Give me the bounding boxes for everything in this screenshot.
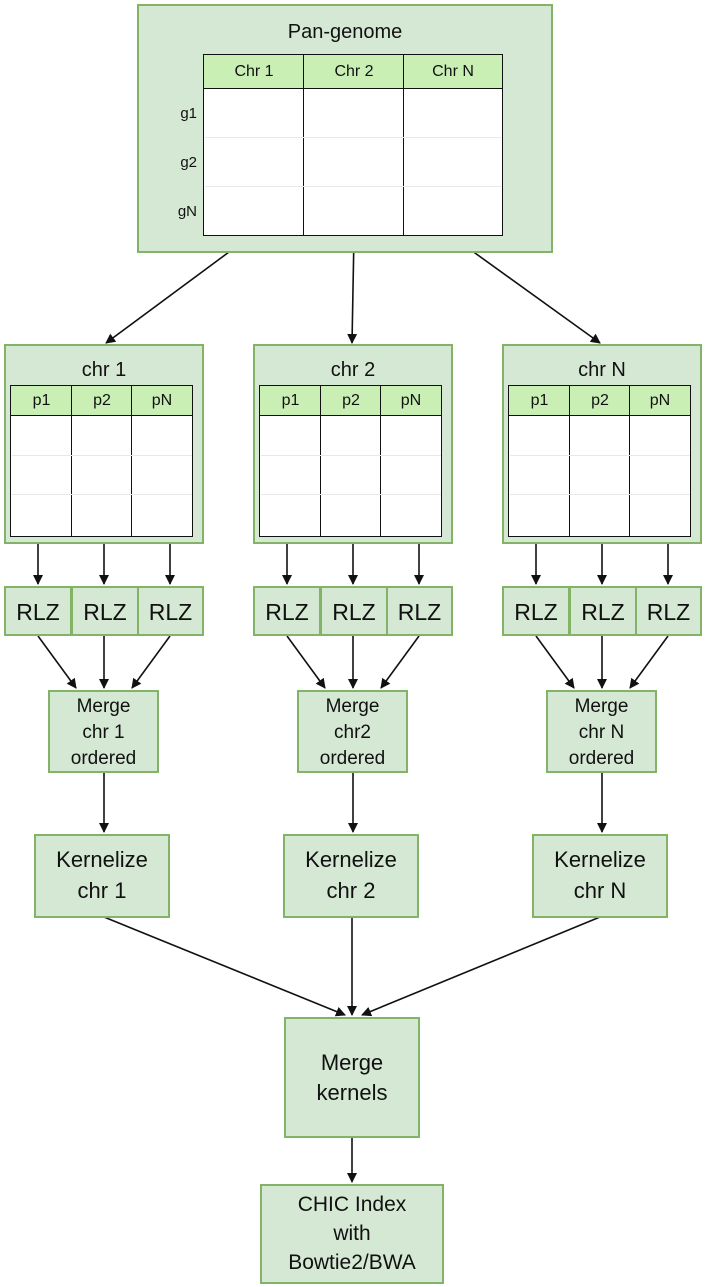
rlz-box: RLZ	[569, 586, 637, 636]
pangenome-title: Pan-genome	[287, 21, 403, 43]
pangenome-col-header: Chr 2	[303, 54, 404, 89]
rlz-label: RLZ	[148, 599, 193, 625]
chr-col-header: pN	[629, 385, 691, 416]
rlz-box: RLZ	[4, 586, 72, 636]
merge-chr-box: Merge chr N ordered	[546, 690, 657, 773]
rlz-label: RLZ	[16, 599, 60, 625]
chr-row-divider	[261, 494, 441, 495]
rlz-label: RLZ	[581, 599, 625, 625]
chr-title: chr 1	[81, 359, 127, 381]
merge-chr-line: ordered	[568, 748, 635, 769]
pangenome-col-body	[203, 89, 304, 236]
chic-index-line: with	[333, 1222, 371, 1245]
pangenome-col-body	[303, 89, 404, 236]
rlz-label: RLZ	[397, 599, 442, 625]
merge-chr-line: ordered	[70, 748, 137, 769]
kernelize-line: Kernelize	[305, 847, 397, 872]
kernelize-box: Kernelize chr 1	[34, 834, 170, 918]
chic-index-line: CHIC Index	[297, 1193, 407, 1216]
arrow-pan-to-chr2	[347, 234, 358, 344]
rlz-label: RLZ	[646, 599, 691, 625]
arrow-pan-to-chr1	[105, 234, 253, 344]
kernelize-box: Kernelize chr 2	[283, 834, 419, 918]
chr-col-body	[508, 416, 570, 537]
chic-index-box: CHIC Index with Bowtie2/BWA	[260, 1184, 444, 1284]
merge-chr-line: Merge	[574, 696, 629, 717]
pangenome-row-label: gN	[177, 203, 197, 220]
merge-chr-line: chr2	[334, 722, 371, 743]
merge-kernels-box: Merge kernels	[284, 1017, 420, 1138]
rlz-label: RLZ	[332, 599, 376, 625]
rlz-box: RLZ	[386, 586, 453, 636]
rlz-label: RLZ	[83, 599, 127, 625]
arrow-pan-to-chrN	[449, 234, 601, 344]
pangenome-row-divider	[205, 186, 501, 187]
kernelize-line: Kernelize	[56, 847, 148, 872]
merge-kernels-line: Merge	[320, 1050, 384, 1075]
chr-row-divider	[510, 494, 690, 495]
rlz-label: RLZ	[265, 599, 309, 625]
rlz-label: RLZ	[514, 599, 558, 625]
rlz-box: RLZ	[635, 586, 702, 636]
rlz-box: RLZ	[71, 586, 139, 636]
merge-kernels-line: kernels	[316, 1080, 388, 1105]
chr-col-header: pN	[380, 385, 442, 416]
pangenome-col-body	[403, 89, 503, 236]
kernelize-line: chr N	[573, 878, 627, 903]
chr-row-divider	[261, 455, 441, 456]
chr-title: chr N	[578, 359, 626, 381]
merge-chr-line: chr N	[578, 722, 625, 743]
chr-title: chr 2	[330, 359, 376, 381]
pangenome-row-divider	[205, 137, 501, 138]
pangenome-col-header: Chr 1	[203, 54, 304, 89]
rlz-box: RLZ	[502, 586, 570, 636]
chr-col-header: p1	[10, 385, 72, 416]
chr-col-body	[131, 416, 193, 537]
chr-col-header: p2	[569, 385, 630, 416]
chr-row-divider	[12, 494, 192, 495]
chr-col-header: pN	[131, 385, 193, 416]
chic-index-line: Bowtie2/BWA	[288, 1251, 416, 1274]
merge-chr-box: Merge chr 1 ordered	[48, 690, 159, 773]
chr-col-body	[380, 416, 442, 537]
arrow-rlz-to-merge	[535, 635, 575, 689]
merge-chr-box: Merge chr2 ordered	[297, 690, 408, 773]
chr-col-body	[10, 416, 72, 537]
pangenome-row-label: g1	[180, 105, 197, 122]
kernelize-box: Kernelize chr N	[532, 834, 668, 918]
chr-col-header: p2	[71, 385, 132, 416]
chr-col-body	[320, 416, 381, 537]
chr-row-divider	[12, 455, 192, 456]
kernelize-line: chr 1	[77, 878, 127, 903]
arrow-kernelN-to-merge	[361, 916, 601, 1017]
merge-chr-line: ordered	[319, 748, 386, 769]
rlz-box: RLZ	[320, 586, 388, 636]
arrow-rlz-to-merge	[37, 635, 77, 689]
pangenome-row-label: g2	[180, 154, 197, 171]
arrow-kernel1-to-merge	[103, 916, 346, 1017]
chr-col-header: p2	[320, 385, 381, 416]
chr-col-body	[629, 416, 691, 537]
chr-col-header: p1	[508, 385, 570, 416]
merge-chr-line: chr 1	[82, 722, 125, 743]
rlz-box: RLZ	[137, 586, 204, 636]
arrow-rlz-to-merge	[131, 635, 171, 689]
pangenome-col-header: Chr N	[403, 54, 503, 89]
chr-col-body	[569, 416, 630, 537]
rlz-box: RLZ	[253, 586, 321, 636]
arrow-rlz-to-merge	[629, 635, 669, 689]
kernelize-line: Kernelize	[554, 847, 646, 872]
chr-row-divider	[510, 455, 690, 456]
chr-col-header: p1	[259, 385, 321, 416]
merge-chr-line: Merge	[325, 696, 380, 717]
chr-col-body	[71, 416, 132, 537]
chr-col-body	[259, 416, 321, 537]
arrow-rlz-to-merge	[380, 635, 420, 689]
kernelize-line: chr 2	[326, 878, 376, 903]
merge-chr-line: Merge	[76, 696, 131, 717]
arrow-rlz-to-merge	[286, 635, 326, 689]
